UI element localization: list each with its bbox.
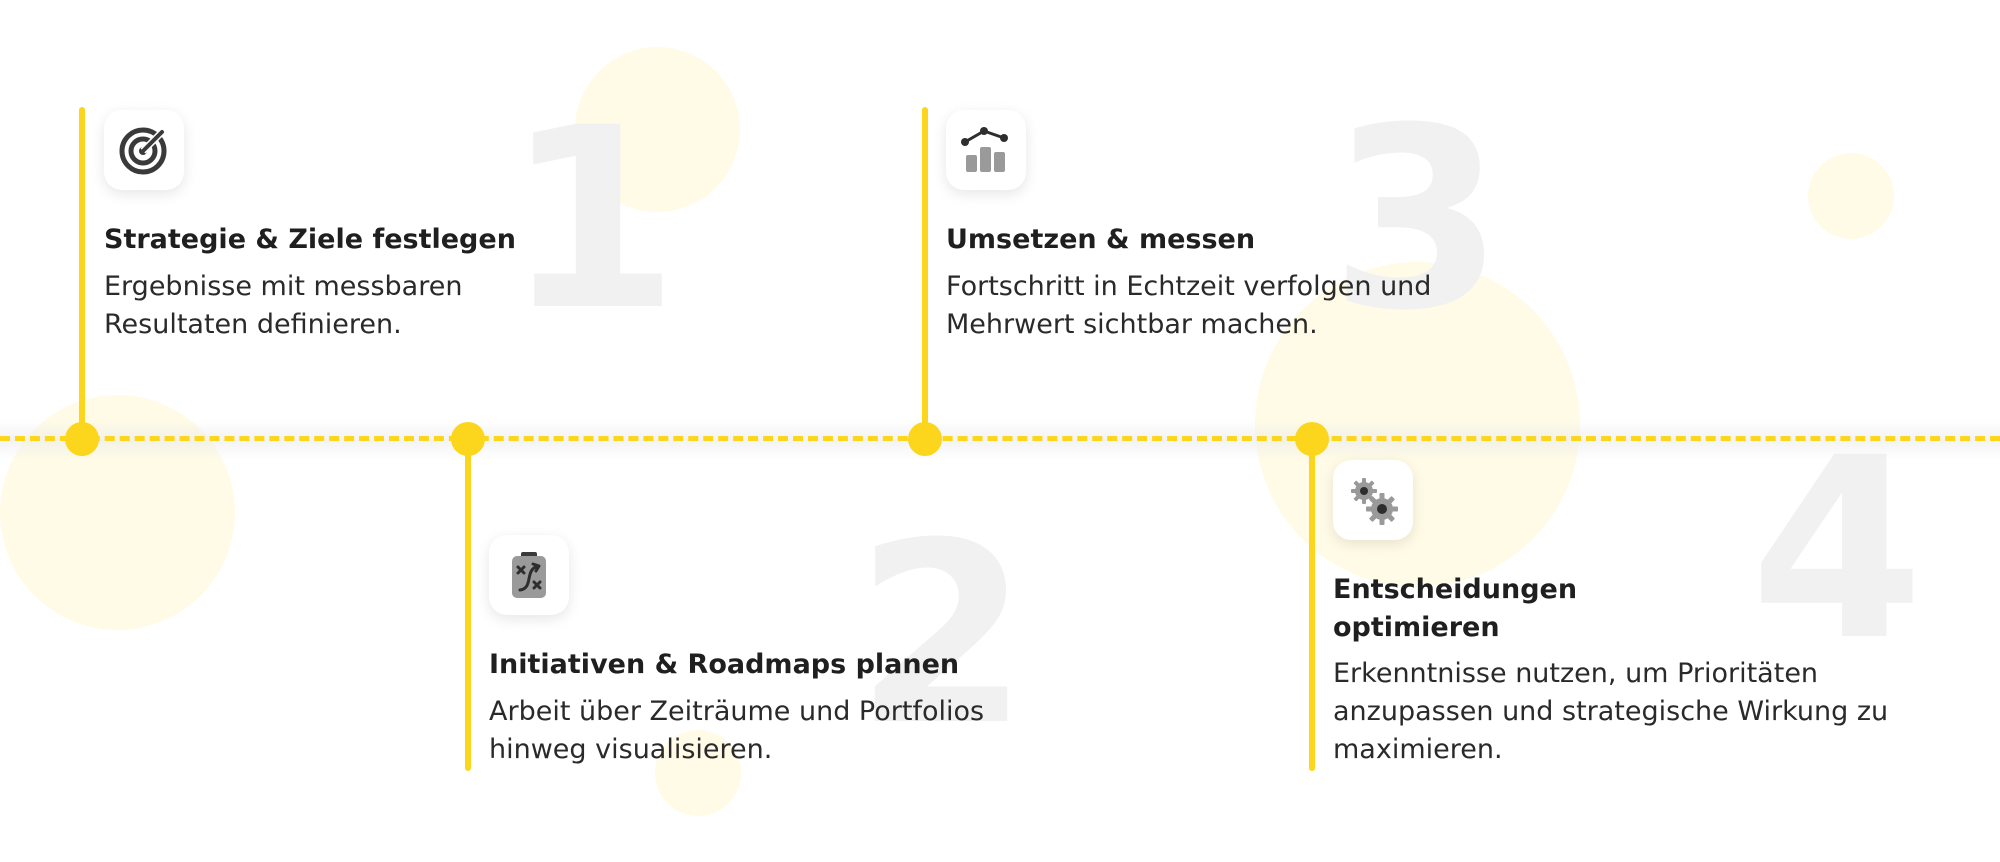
step-title: Entscheidungen optimieren <box>1333 574 1578 643</box>
step-connector <box>465 436 471 771</box>
step-icon-box <box>104 110 184 190</box>
timeline-dot <box>65 422 99 456</box>
timeline-dot <box>908 422 942 456</box>
step-title: Strategie & Ziele festlegen <box>104 224 516 255</box>
background-circle <box>1808 153 1894 239</box>
step-connector <box>1309 436 1315 771</box>
background-circle <box>575 47 740 212</box>
timeline-dot <box>1295 422 1329 456</box>
step-number: 3 <box>1330 74 1504 365</box>
step-description: Erkenntnisse nutzen, um Prioritäten anzu… <box>1333 658 1889 765</box>
clipboard-strategy-icon <box>512 552 546 598</box>
gears-icon <box>1351 478 1398 525</box>
target-icon <box>119 127 167 175</box>
step-icon-box <box>1333 460 1413 540</box>
bar-chart-trend-icon <box>961 127 1008 172</box>
step-icon-box <box>946 110 1026 190</box>
step-number: 2 <box>855 489 1029 780</box>
step-description: Ergebnisse mit messbaren Resultaten defi… <box>104 271 463 340</box>
background-circle <box>655 730 741 816</box>
step-description: Fortschritt in Echtzeit verfolgen und Me… <box>946 271 1432 340</box>
step-number: 1 <box>505 74 679 365</box>
step-title: Initiativen & Roadmaps planen <box>489 649 960 680</box>
step-title: Umsetzen & messen <box>946 224 1256 255</box>
timeline-dot <box>451 422 485 456</box>
step-connector <box>79 107 85 440</box>
step-connector <box>922 107 928 440</box>
timeline-dashed-line <box>0 436 2000 441</box>
step-number: 4 <box>1750 404 1924 695</box>
step-description: Arbeit über Zeiträume und Portfolios hin… <box>489 696 985 765</box>
step-icon-box <box>489 535 569 615</box>
